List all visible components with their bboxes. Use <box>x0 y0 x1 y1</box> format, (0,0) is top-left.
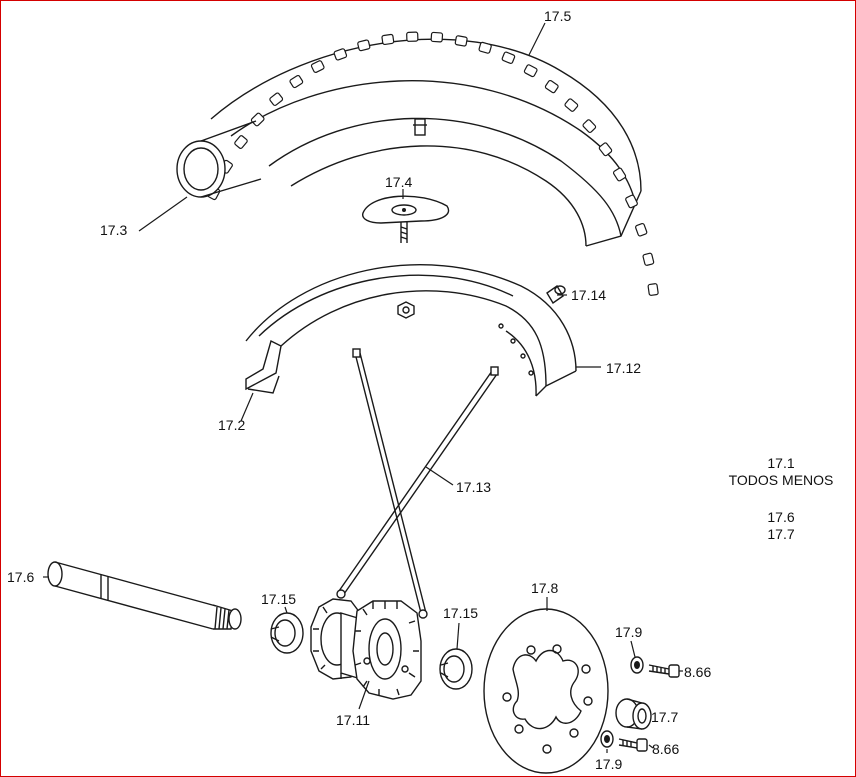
label-rim: 17.12 <box>606 360 641 376</box>
label-bolt-top: 8.66 <box>684 664 711 680</box>
label-spokes: 17.13 <box>456 479 491 495</box>
tread-block <box>564 98 579 112</box>
nut-top-illustration <box>630 656 644 674</box>
label-spacer: 17.7 <box>651 709 678 725</box>
label-axle: 17.6 <box>7 569 34 585</box>
rim-lock-illustration <box>362 195 450 243</box>
tread-block <box>523 64 538 78</box>
tire-tread-blocks <box>207 31 659 296</box>
tread-block <box>544 79 559 94</box>
tread-block <box>269 92 284 106</box>
axle-illustration <box>47 561 242 630</box>
label-rim-lock: 17.4 <box>385 174 412 190</box>
brake-disc-illustration <box>483 608 609 774</box>
seal-left-illustration <box>270 612 304 654</box>
tire-illustration <box>176 31 659 296</box>
tread-block <box>333 48 348 61</box>
note-line-1: 17.1 <box>767 455 795 471</box>
tread-block <box>501 51 516 64</box>
spacer-illustration <box>615 698 652 730</box>
tread-block <box>642 252 655 266</box>
applicability-note: 17.1 TODOS MENOS 17.6 17.7 <box>701 455 855 543</box>
tread-block <box>647 283 659 296</box>
note-line-3: 17.6 <box>767 509 795 525</box>
label-disc: 17.8 <box>531 580 558 596</box>
tread-block <box>430 31 444 43</box>
leader-lines <box>43 22 683 753</box>
tread-block <box>310 60 325 73</box>
label-bolt-bottom: 8.66 <box>652 741 679 757</box>
label-nut-top: 17.9 <box>615 624 642 640</box>
tread-block <box>234 135 248 149</box>
tread-block <box>250 112 265 127</box>
rim-illustration <box>245 264 577 397</box>
label-tire: 17.5 <box>544 8 571 24</box>
hub-illustration <box>310 598 422 700</box>
bolt-top-illustration <box>648 664 680 678</box>
tread-block <box>381 33 395 46</box>
tread-block <box>635 223 648 237</box>
label-valve-cap: 17.14 <box>571 287 606 303</box>
seal-right-illustration <box>439 648 473 690</box>
tread-block <box>289 74 304 89</box>
nut-bottom-illustration <box>600 730 614 748</box>
label-nut-bottom: 17.9 <box>595 756 622 772</box>
label-rim-strip: 17.2 <box>218 417 245 433</box>
tread-block <box>612 167 627 182</box>
label-seal-left: 17.15 <box>261 591 296 607</box>
tread-block <box>582 119 597 133</box>
note-line-4: 17.7 <box>767 526 795 542</box>
label-seal-right: 17.15 <box>443 605 478 621</box>
spokes-illustration <box>336 348 499 619</box>
tread-block <box>357 39 371 52</box>
bolt-bottom-illustration <box>618 738 648 752</box>
tread-block <box>598 142 613 157</box>
tread-block <box>478 41 492 54</box>
label-hub: 17.11 <box>336 712 370 728</box>
tread-block <box>406 31 419 42</box>
label-tube: 17.3 <box>100 222 127 238</box>
note-line-2: TODOS MENOS <box>728 472 834 488</box>
tread-block <box>625 194 638 209</box>
tread-block <box>454 35 468 47</box>
